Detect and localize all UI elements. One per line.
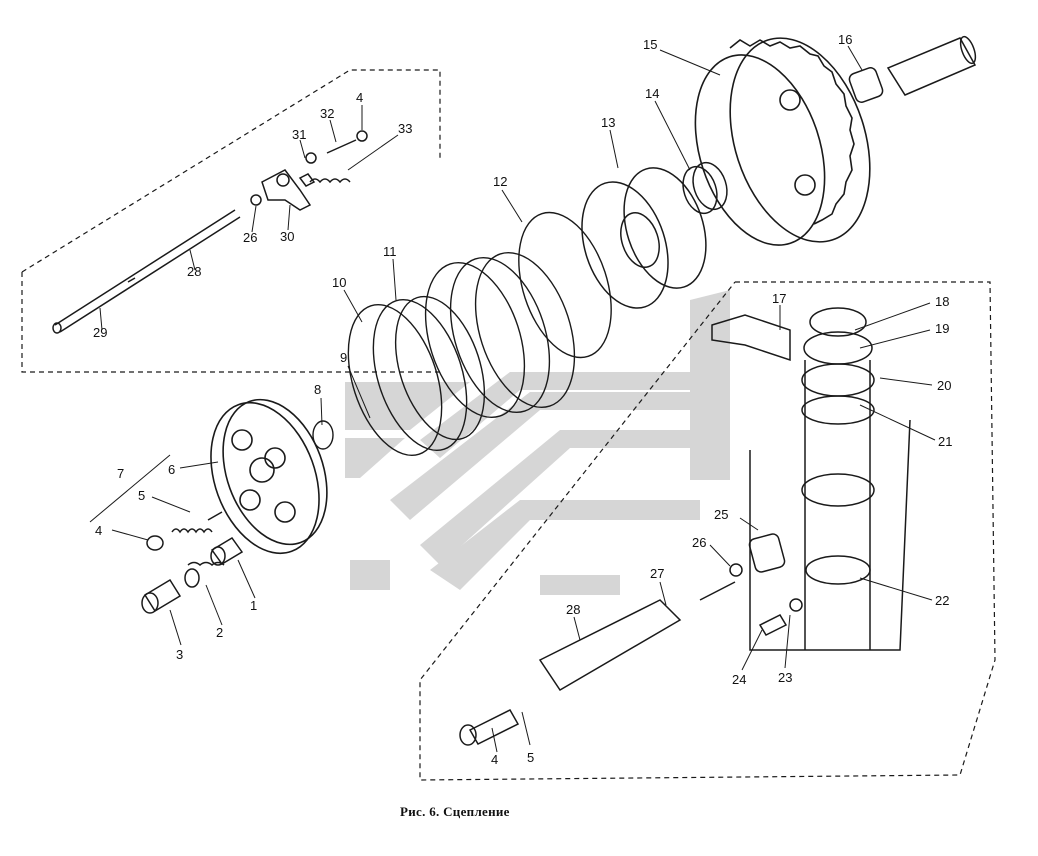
watermark-logo	[345, 290, 730, 595]
part-number: 2	[216, 625, 223, 640]
bearing	[682, 161, 728, 215]
part-number: 28	[566, 602, 580, 617]
part-number: 5	[138, 488, 145, 503]
clutch-hub	[581, 167, 707, 309]
part-number: 1	[250, 598, 257, 613]
part-number: 9	[340, 350, 347, 365]
release-mechanism	[711, 307, 911, 651]
part-number: 12	[493, 174, 507, 189]
part-number: 22	[935, 593, 949, 608]
part-number: 6	[168, 462, 175, 477]
part-number: 23	[778, 670, 792, 685]
part-number: 26	[692, 535, 706, 550]
pressure-plate	[210, 398, 328, 555]
part-number: 17	[772, 291, 786, 306]
part-number: 31	[292, 127, 306, 142]
part-number: 8	[314, 382, 321, 397]
part-number: 13	[601, 115, 615, 130]
part-number: 16	[838, 32, 852, 47]
part-number: 19	[935, 321, 949, 336]
part-number: 7	[117, 466, 124, 481]
part-number: 14	[645, 86, 659, 101]
output-shaft	[848, 35, 977, 103]
spring-cups-and-nuts	[141, 511, 244, 614]
clutch-drum-sprocket	[694, 37, 871, 246]
part-number: 4	[491, 752, 498, 767]
clutch-disc-stack	[312, 211, 612, 457]
figure-caption: Рис. 6. Сцепление	[400, 804, 510, 819]
shift-rod-assembly	[52, 130, 368, 334]
part-number: 20	[937, 378, 951, 393]
part-number: 27	[650, 566, 664, 581]
part-number: 4	[356, 90, 363, 105]
part-number: 33	[398, 121, 412, 136]
part-number: 18	[935, 294, 949, 309]
part-number: 11	[383, 244, 397, 259]
leader-lines	[89, 45, 936, 753]
part-number: 21	[938, 434, 952, 449]
part-number: 30	[280, 229, 294, 244]
part-number: 10	[332, 275, 346, 290]
adjuster-assembly	[459, 533, 803, 746]
part-number: 3	[176, 647, 183, 662]
part-number: 28	[187, 264, 201, 279]
part-number: 5	[527, 750, 534, 765]
group-outline-right	[419, 281, 996, 781]
part-number: 24	[732, 672, 746, 687]
part-number: 26	[243, 230, 257, 245]
part-number: 29	[93, 325, 107, 340]
group-outline-left	[21, 69, 441, 373]
part-number: 15	[643, 37, 657, 52]
part-numbers: 1 2 3 4 4 4 5 5 6 7 8 9 10 11 12 13 14 1…	[93, 32, 952, 767]
part-number: 32	[320, 106, 334, 121]
part-number: 25	[714, 507, 728, 522]
part-number: 4	[95, 523, 102, 538]
